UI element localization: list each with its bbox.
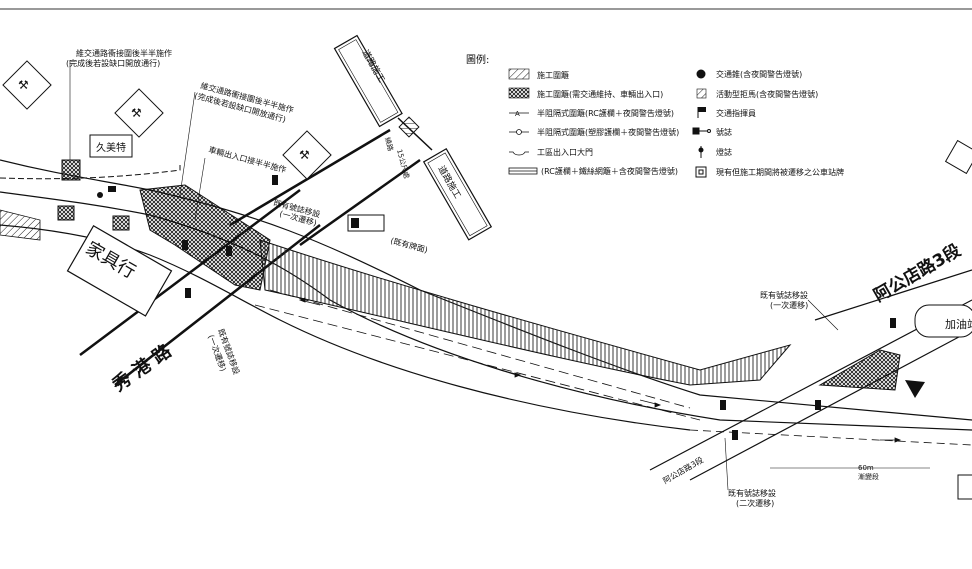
leader-line-4 [807,299,839,331]
jiumei-store-label: 久美特 [96,141,126,154]
legend-item-1: 施工圍籬(需交通維持、車輛出入口) [537,89,663,99]
legend-swatch-0 [508,68,530,80]
legend: 圖例: A 施工圍籬 施工圍籬(需交通維持、車輛出入口) 半阻隔式圍籬(RC護欄… [466,53,844,178]
legend-title: 圖例: [466,53,489,66]
jiumei-store-box [89,134,133,158]
road-sign-banner-1 [333,34,403,128]
note-distance-sub: 漸變段 [858,472,879,481]
legend-item-9: 號誌 [716,127,732,137]
note-signal-relocate-bottom: 既有號誌移設 [728,488,776,498]
warning-sign-1: ⚒ [2,60,52,110]
note-signal-relocate-right: 既有號誌移設 [760,290,808,300]
legend-item-3: 半阻隔式圍籬(塑膠護欄＋夜間警告燈號) [537,127,679,137]
road-label-agongdian: 阿公店路3段 [870,240,964,307]
leader-line-2 [179,91,196,196]
gas-station-label: 加油站 [945,317,972,331]
bus-stop-sign [347,214,385,232]
legend-item-8: 交通指揮員 [716,108,756,118]
legend-swatch-8 [697,107,706,118]
legend-item-10: 燈誌 [716,147,732,157]
warning-sign-right [944,139,972,175]
legend-item-2: 半阻隔式圍籬(RC護欄＋夜間警告燈號) [537,108,674,118]
leader-line-3 [194,157,206,221]
warning-sign-2: ⚒ [114,88,164,138]
construction-zone-right-crosshatch [818,349,901,391]
note-sign-detour: 繞路 [383,136,395,152]
legend-item-11: 現有但施工期間將被遷移之公車站牌 [716,167,844,177]
note-signal-relocate-bottom-sub: (二次遷移) [736,498,774,508]
leader-line-5 [724,437,729,491]
legend-swatch-5 [508,167,538,175]
road-boxes [57,205,130,231]
legend-swatch-3 [509,129,529,135]
construction-zone-left-crosshatch [61,159,81,181]
note-vehicle-entrance: 車輛出入口接半半施作 [207,144,287,174]
legend-item-6: 交通錐(含夜間警告燈號) [716,69,802,79]
legend-item-0: 施工圍籬 [537,70,569,80]
svg-text:⚒: ⚒ [131,106,142,120]
svg-text:A: A [515,110,520,118]
svg-text:⚒: ⚒ [299,148,310,162]
dashed-fence-line [0,165,181,180]
legend-item-7: 活動型拒馬(含夜間警告燈號) [716,89,818,99]
construction-zone-vertical-hatch [259,239,792,386]
signal-markers [97,175,896,440]
legend-swatch-4 [509,151,529,156]
legend-swatch-7 [696,88,707,99]
note-signal-relocate-right-sub: (一次遷移) [770,300,808,310]
furniture-store-box [66,225,173,317]
legend-swatch-11 [695,166,707,178]
road-label-agongdian-small: 阿公店路3段 [661,455,705,486]
road-sign-banner-2 [422,148,493,241]
legend-item-5: (RC護欄＋鐵絲網籬＋含夜間警告燈號) [541,166,678,176]
svg-text:⚒: ⚒ [18,78,29,92]
legend-swatch-9 [692,127,711,135]
legend-swatch-6 [696,69,706,79]
existing-bus-stop-label: (既有牌面) [389,235,429,255]
legend-item-4: 工區出入口大門 [537,147,593,157]
note-maintain-1-sub: (完成後若設缺口開放通行) [66,58,160,68]
note-maintain-1: 維交通路衝接圍後半半施作 [76,48,172,58]
legend-swatch-1 [508,87,530,99]
hatched-strip-left [0,209,41,241]
legend-swatch-10 [698,146,704,158]
road-label-xiugang: 秀 港 路 [107,339,176,396]
gas-station-area [905,304,972,500]
legend-swatch-2: A [509,110,529,118]
traffic-arrows [298,297,902,443]
banner-connector-box [398,116,420,138]
warning-sign-3: ⚒ [282,130,332,180]
